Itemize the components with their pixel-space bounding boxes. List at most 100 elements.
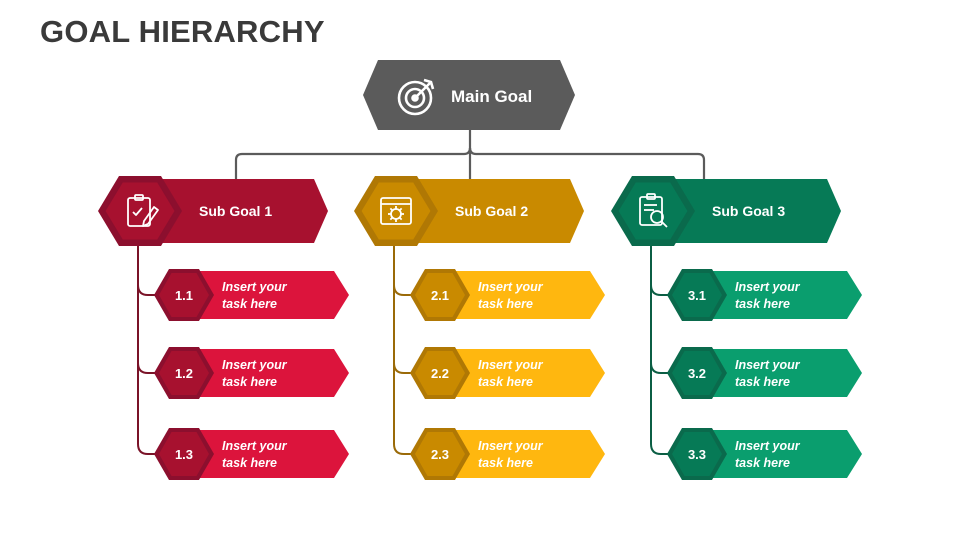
task-text-line-1: Insert your <box>735 280 801 294</box>
connector-sub-goal-3 <box>468 147 706 180</box>
task-item[interactable]: 3.1 Insert your task here <box>667 269 862 321</box>
sub-goal-banner <box>404 179 584 243</box>
task-number: 2.1 <box>431 288 449 303</box>
task-text-line-1: Insert your <box>222 280 288 294</box>
task-number: 3.2 <box>688 366 706 381</box>
task-text-line-1: Insert your <box>478 280 544 294</box>
task-banner <box>186 430 349 478</box>
task-item[interactable]: 2.3 Insert your task here <box>410 428 605 480</box>
task-text-line-2: task here <box>478 456 533 470</box>
task-text-line-1: Insert your <box>735 439 801 453</box>
sub-goal-label: Sub Goal 1 <box>199 203 272 219</box>
magnifier-handle <box>660 220 668 228</box>
task-branch-line <box>650 284 673 296</box>
target-icon <box>397 78 435 116</box>
task-item[interactable]: 1.2 Insert your task here <box>154 347 349 399</box>
task-number: 1.1 <box>175 288 193 303</box>
task-number: 2.2 <box>431 366 449 381</box>
task-branch-line <box>137 362 160 374</box>
task-text-line-2: task here <box>478 297 533 311</box>
page-title: GOAL HIERARCHY <box>40 14 325 49</box>
clipboard-clip <box>646 193 656 200</box>
clipboard-pencil-icon <box>127 194 159 227</box>
task-item[interactable]: 3.2 Insert your task here <box>667 347 862 399</box>
task-hexagon-inner <box>672 273 722 317</box>
task-banner <box>442 271 605 319</box>
sub-goal-branch-line <box>650 215 673 455</box>
task-banner <box>699 430 862 478</box>
task-banner <box>186 349 349 397</box>
task-hexagon-inner <box>159 432 209 476</box>
task-branch-line <box>137 284 160 296</box>
main-goal-box[interactable]: Main Goal <box>363 60 575 130</box>
task-hexagon-inner <box>415 273 465 317</box>
sub-goal-hexagon-inner <box>617 181 689 241</box>
task-hexagon-inner <box>672 432 722 476</box>
gear-tooth <box>389 216 394 221</box>
sub-goal-branch-line <box>137 215 160 455</box>
browser-window <box>380 197 412 225</box>
main-goal-label: Main Goal <box>451 87 532 106</box>
task-number: 2.3 <box>431 447 449 462</box>
task-banner <box>699 271 862 319</box>
task-item[interactable]: 3.3 Insert your task here <box>667 428 862 480</box>
clipboard-search-icon <box>639 193 668 228</box>
connector-lines <box>234 130 706 180</box>
sub-goal-banner <box>148 179 328 243</box>
task-text-line-2: task here <box>478 375 533 389</box>
task-text-line-2: task here <box>735 375 790 389</box>
target-ring-inner <box>404 87 426 109</box>
task-number: 1.3 <box>175 447 193 462</box>
task-hexagon-inner <box>415 432 465 476</box>
target-arrow-fletching <box>423 78 435 90</box>
sub-goal-label: Sub Goal 3 <box>712 203 785 219</box>
main-goal-shape <box>363 60 575 130</box>
sub-goal-banner <box>661 179 841 243</box>
task-banner <box>442 430 605 478</box>
task-item[interactable]: 1.1 Insert your task here <box>154 269 349 321</box>
task-text-line-1: Insert your <box>222 439 288 453</box>
task-number: 3.3 <box>688 447 706 462</box>
magnifier-lens <box>650 210 664 224</box>
task-hexagon-inner <box>159 351 209 395</box>
clipboard-clip <box>134 194 144 201</box>
task-text-line-2: task here <box>735 297 790 311</box>
task-banner <box>699 349 862 397</box>
sub-goal-label: Sub Goal 2 <box>455 203 528 219</box>
clipboard-check <box>132 207 143 216</box>
task-banner <box>186 271 349 319</box>
task-branch-line <box>393 284 416 296</box>
task-text-line-1: Insert your <box>222 358 288 372</box>
connector-sub-goal-1 <box>234 130 472 180</box>
task-number: 3.1 <box>688 288 706 303</box>
target-ring-outer <box>397 80 433 116</box>
browser-gear-icon <box>380 197 412 225</box>
task-text-line-2: task here <box>222 297 277 311</box>
sub-goal-hexagon-inner <box>360 181 432 241</box>
task-text-line-2: task here <box>735 456 790 470</box>
gear-tooth <box>398 216 403 221</box>
task-hexagon-inner <box>672 351 722 395</box>
task-banner <box>442 349 605 397</box>
task-text-line-1: Insert your <box>478 358 544 372</box>
task-item[interactable]: 2.1 Insert your task here <box>410 269 605 321</box>
task-item[interactable]: 2.2 Insert your task here <box>410 347 605 399</box>
task-branch-line <box>650 362 673 374</box>
task-hexagon-inner <box>415 351 465 395</box>
task-text-line-1: Insert your <box>478 439 544 453</box>
task-number: 1.2 <box>175 366 193 381</box>
task-text-line-1: Insert your <box>735 358 801 372</box>
target-arrow <box>414 82 431 99</box>
task-hexagon-inner <box>159 273 209 317</box>
task-branch-line <box>393 362 416 374</box>
sub-goal-branch-line <box>393 215 416 455</box>
task-text-line-2: task here <box>222 375 277 389</box>
gear-tooth <box>398 207 403 212</box>
clipboard-body <box>639 196 663 226</box>
pencil <box>142 206 159 227</box>
